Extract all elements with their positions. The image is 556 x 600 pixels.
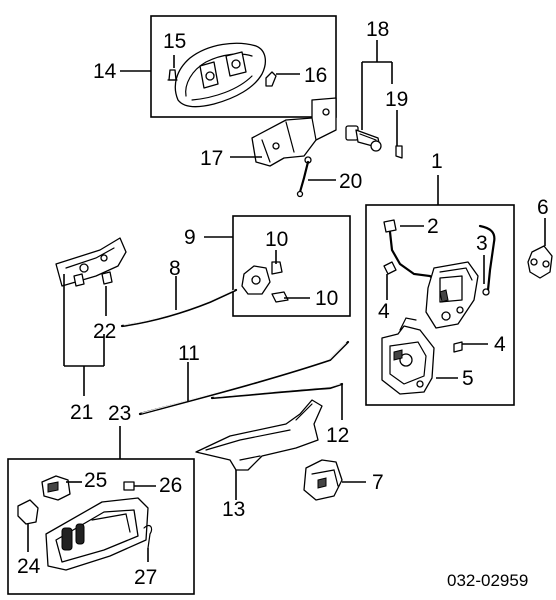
- clip-part-10-lower: [271, 291, 289, 303]
- clip-part-16: [265, 71, 277, 87]
- callout-12: 12: [326, 424, 349, 447]
- rod-part-8: [120, 288, 238, 328]
- clip-part-10-upper: [271, 261, 283, 275]
- callout-3: 3: [476, 232, 488, 255]
- callout-27: 27: [134, 566, 157, 589]
- callout-8: 8: [169, 257, 181, 280]
- callout-26: 26: [159, 474, 182, 497]
- callout-7: 7: [372, 471, 384, 494]
- key-cylinder-part-18: [345, 125, 382, 152]
- callout-6: 6: [537, 196, 549, 219]
- inner-handle-part-23: [45, 497, 149, 571]
- group-box-23: [7, 458, 195, 595]
- callout-17: 17: [200, 147, 223, 170]
- callout-16: 16: [304, 64, 327, 87]
- callout-9: 9: [184, 226, 196, 249]
- rod-part-20: [296, 156, 312, 198]
- group-box-14: [150, 15, 337, 118]
- callout-18: 18: [366, 18, 389, 41]
- callout-10-upper: 10: [265, 228, 288, 251]
- callout-14: 14: [93, 60, 117, 83]
- rod-part-11: [138, 340, 350, 416]
- callout-24: 24: [17, 555, 41, 578]
- clip-part-4-lower: [453, 341, 463, 353]
- clip-part-22: [101, 271, 113, 285]
- latch-part-7: [303, 459, 343, 501]
- rod-part-12: [210, 382, 344, 400]
- clip-part-4-upper: [383, 261, 397, 275]
- clip-part-19: [395, 145, 403, 159]
- rod-part-3: [478, 224, 496, 296]
- door-lock-assembly-part-5: [381, 317, 435, 395]
- callout-5: 5: [462, 367, 474, 390]
- group-box-9: [232, 215, 351, 317]
- door-lock-actuator-part-1: [425, 261, 479, 329]
- lock-knob-part-9: [241, 265, 271, 295]
- callout-21: 21: [70, 401, 93, 424]
- callout-2: 2: [427, 215, 439, 238]
- callout-4-upper: 4: [378, 300, 390, 323]
- callout-10-lower: 10: [315, 287, 338, 310]
- screw-part-26: [123, 481, 135, 491]
- callout-22: 22: [93, 320, 116, 343]
- outer-handle-part-14: [174, 42, 267, 108]
- callout-19: 19: [385, 88, 408, 111]
- group-box-1: [365, 204, 515, 406]
- callout-4-lower: 4: [494, 333, 506, 356]
- clip-part-27: [143, 524, 153, 549]
- callout-13: 13: [222, 498, 245, 521]
- leader-lines: [27, 40, 546, 562]
- callout-1: 1: [431, 150, 443, 173]
- bracket-part-17: [251, 97, 337, 167]
- screw-part-15: [167, 69, 178, 81]
- callout-15: 15: [163, 30, 186, 53]
- handle-base-part-21: [55, 237, 127, 287]
- rod-part-24: [17, 499, 39, 525]
- diagram-code: 032-02959: [447, 571, 528, 590]
- bezel-part-25: [41, 475, 71, 501]
- inner-bracket-part-13: [195, 399, 323, 471]
- callout-20: 20: [339, 170, 362, 193]
- callout-23: 23: [108, 402, 131, 425]
- striker-part-6: [527, 245, 553, 279]
- callout-11: 11: [178, 342, 200, 365]
- callout-25: 25: [84, 469, 107, 492]
